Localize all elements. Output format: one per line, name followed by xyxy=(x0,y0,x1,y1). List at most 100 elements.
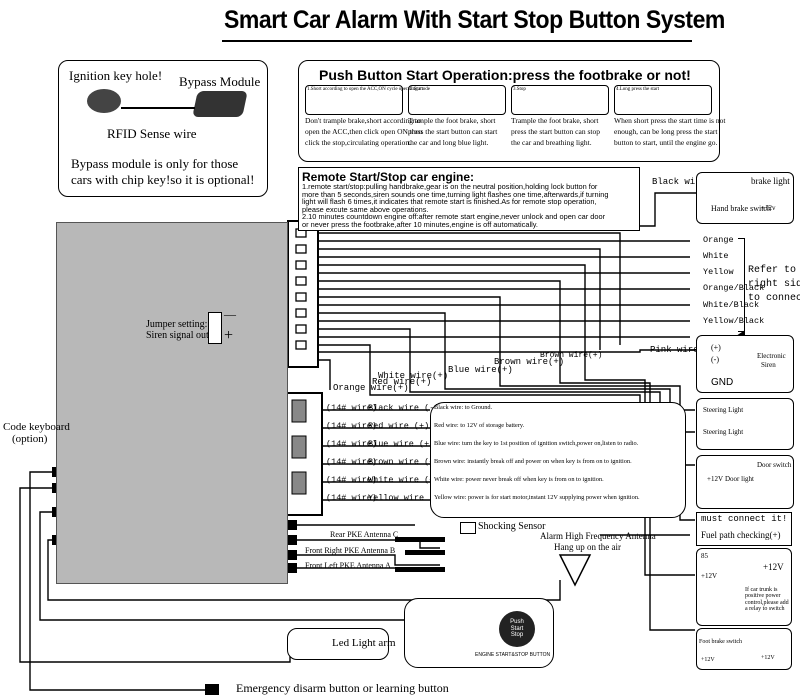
push-step-text: Trample the foot brake, short xyxy=(511,116,599,125)
blue-wire-tag: Blue wire(+) xyxy=(448,365,513,375)
push-step-text: When short press the start time is not xyxy=(614,116,726,125)
must-connect-label: must connect it! xyxy=(701,514,788,524)
remote-start-heading: Remote Start/Stop car engine: xyxy=(302,170,475,184)
right-color-label: Orange xyxy=(703,235,734,245)
push-step-text: click the stop,circulating operation. xyxy=(305,138,412,147)
rfid-wire-icon xyxy=(121,107,195,109)
relay-voltage-1: +12V xyxy=(763,562,784,572)
start-stop-button-box: Push Start Stop ENGINE START&STOP BUTTON xyxy=(404,598,554,668)
push-step-text: enough, can be long press the start xyxy=(614,127,718,136)
must-connect-box: must connect it! Fuel path checking(+) xyxy=(696,512,792,546)
power-wire-tag: (14# wire) xyxy=(326,439,378,449)
push-step-head: 1.Short according to open the ACC,ON cyc… xyxy=(307,87,431,92)
push-step-head: 3.Stop xyxy=(513,87,526,92)
refer-label-3: to connect xyxy=(748,293,800,304)
steering-light-label-1: Steering Light xyxy=(703,406,744,414)
brown-wire-tag-small: Brown wire(+) xyxy=(540,351,603,360)
door-switch-box: Door switch Door light +12V xyxy=(696,455,794,509)
door-light-label: Door light xyxy=(725,475,754,483)
power-wire-name: Blue wire (+) xyxy=(368,439,435,449)
code-keyboard-label: Code keyboard xyxy=(3,421,70,433)
jumper-block[interactable] xyxy=(208,312,222,344)
relay-pin-label: 85 xyxy=(701,552,708,560)
led-light-box: Led Light arm xyxy=(287,628,396,660)
push-step-text: button to start, until the engine go. xyxy=(614,138,718,147)
red-wire-tag: Red wire(+) xyxy=(372,377,432,387)
hf-antenna-label-2: Hang up on the air xyxy=(554,542,621,552)
black-wire-tag: Black wire(-) xyxy=(652,177,723,187)
start-stop-button[interactable]: Push Start Stop xyxy=(499,611,535,647)
remote-line: light will flash 6 times,it indicates th… xyxy=(302,197,597,207)
power-description-box xyxy=(430,402,686,518)
power-wire-tag: (14# wire) xyxy=(326,421,378,431)
siren-minus-label: (-) xyxy=(711,355,719,364)
button-text-start: Start xyxy=(510,625,524,632)
ignition-key-icon xyxy=(87,89,121,113)
start-button-caption: ENGINE START&STOP BUTTON xyxy=(475,652,551,658)
push-step-text: Trample the foot brake, short xyxy=(408,116,496,125)
shock-sensor-label: Shocking Sensor xyxy=(478,521,546,532)
relay-voltage-2: +12V xyxy=(701,572,718,580)
steering-light-label-2: Steering Light xyxy=(703,428,744,436)
white-wire-tag: White wire(+) xyxy=(378,371,449,381)
push-step: 1.Short according to open the ACC,ON cyc… xyxy=(305,85,430,155)
remote-line: or never press the footbrake,after 10 mi… xyxy=(302,220,538,229)
power-wire-description: Brown wire: instantly break off and powe… xyxy=(434,458,632,465)
siren-plus-label: (+) xyxy=(711,343,721,352)
title-underline xyxy=(222,40,692,42)
brake-light-label: brake light xyxy=(751,176,790,186)
power-wire-tag: (14# wire) xyxy=(326,475,378,485)
remote-start-box: Remote Start/Stop car engine: 1.remote s… xyxy=(298,167,640,231)
refer-label-1: Refer to xyxy=(748,265,797,276)
power-wire-tag: (14# wire) xyxy=(326,493,378,503)
jumper-minus-label: — xyxy=(224,307,236,321)
siren-signal-output-label: Siren signal output xyxy=(146,330,222,341)
alarm-main-unit xyxy=(56,222,288,584)
power-wire-name: Yellow wire (+) xyxy=(368,493,445,503)
push-step-head: 4.Long press the start xyxy=(616,87,660,92)
power-wire-description: Blue wire: turn the key to 1st position … xyxy=(434,440,639,447)
siren-gnd-label: GND xyxy=(711,377,734,388)
ignition-key-hole-label: Ignition key hole! xyxy=(69,68,163,83)
page-title: Smart Car Alarm With Start Stop Button S… xyxy=(224,6,725,34)
push-step-head: 2.Start xyxy=(410,87,424,92)
power-wire-tag: (14# wire) xyxy=(326,457,378,467)
button-text-stop: Stop xyxy=(510,632,524,639)
button-text-push: Push xyxy=(510,619,524,625)
right-color-label: White xyxy=(703,251,729,261)
foot-brake-voltage-1: +12V xyxy=(701,657,715,663)
refer-label-2: right side xyxy=(748,279,800,290)
foot-brake-voltage-2: +12V xyxy=(761,655,775,661)
relay-box: 85 +12V +12V If car trunk is positive po… xyxy=(696,548,792,626)
push-step-text: press the start button can start xyxy=(408,127,498,136)
color-bracket xyxy=(738,238,745,332)
remote-line: please excute same above operations. xyxy=(302,204,429,214)
brake-light-box: brake light Hand brake switch +12v xyxy=(696,172,794,224)
emergency-button-label: Emergency disarm button or learning butt… xyxy=(236,681,449,695)
power-wire-name: Brown wire (+) xyxy=(368,457,440,467)
push-step-text: press the start button can stop xyxy=(511,127,600,136)
pink-wire-tag: Pink wire(+) xyxy=(650,345,715,355)
power-wire-description: Red wire: to 12V of storage battery. xyxy=(434,422,525,429)
code-keyboard-option: (option) xyxy=(12,433,48,445)
bypass-note-line2: cars with chip key!so it is optional! xyxy=(71,172,255,187)
power-wire-name: Red wire (+) xyxy=(368,421,430,431)
push-step-illustration xyxy=(408,85,506,115)
right-color-label: Yellow/Black xyxy=(703,316,765,326)
front-right-antenna-label: Front Right PKE Antenna B xyxy=(305,546,396,555)
orange-wire-tag: Orange wire(+) xyxy=(333,383,409,393)
push-step-illustration xyxy=(305,85,403,115)
steering-light-box: Steering Light Steering Light xyxy=(696,398,794,450)
push-step-text: open the ACC,then click open ON,then xyxy=(305,127,423,136)
remote-line: 2.10 minutes countdown engine off:after … xyxy=(302,212,606,222)
siren-label-2: Siren xyxy=(761,361,776,369)
push-step-illustration xyxy=(511,85,609,115)
jumper-setting-label: Jumper setting: xyxy=(146,319,208,330)
remote-line: more than 5 seconds,siren sounds one tim… xyxy=(302,189,609,199)
push-start-heading: Push Button Start Operation:press the fo… xyxy=(319,67,691,83)
brown-wire-tag: Brown wire(+) xyxy=(494,357,565,367)
push-step-text: the car and long blue light. xyxy=(408,138,489,147)
